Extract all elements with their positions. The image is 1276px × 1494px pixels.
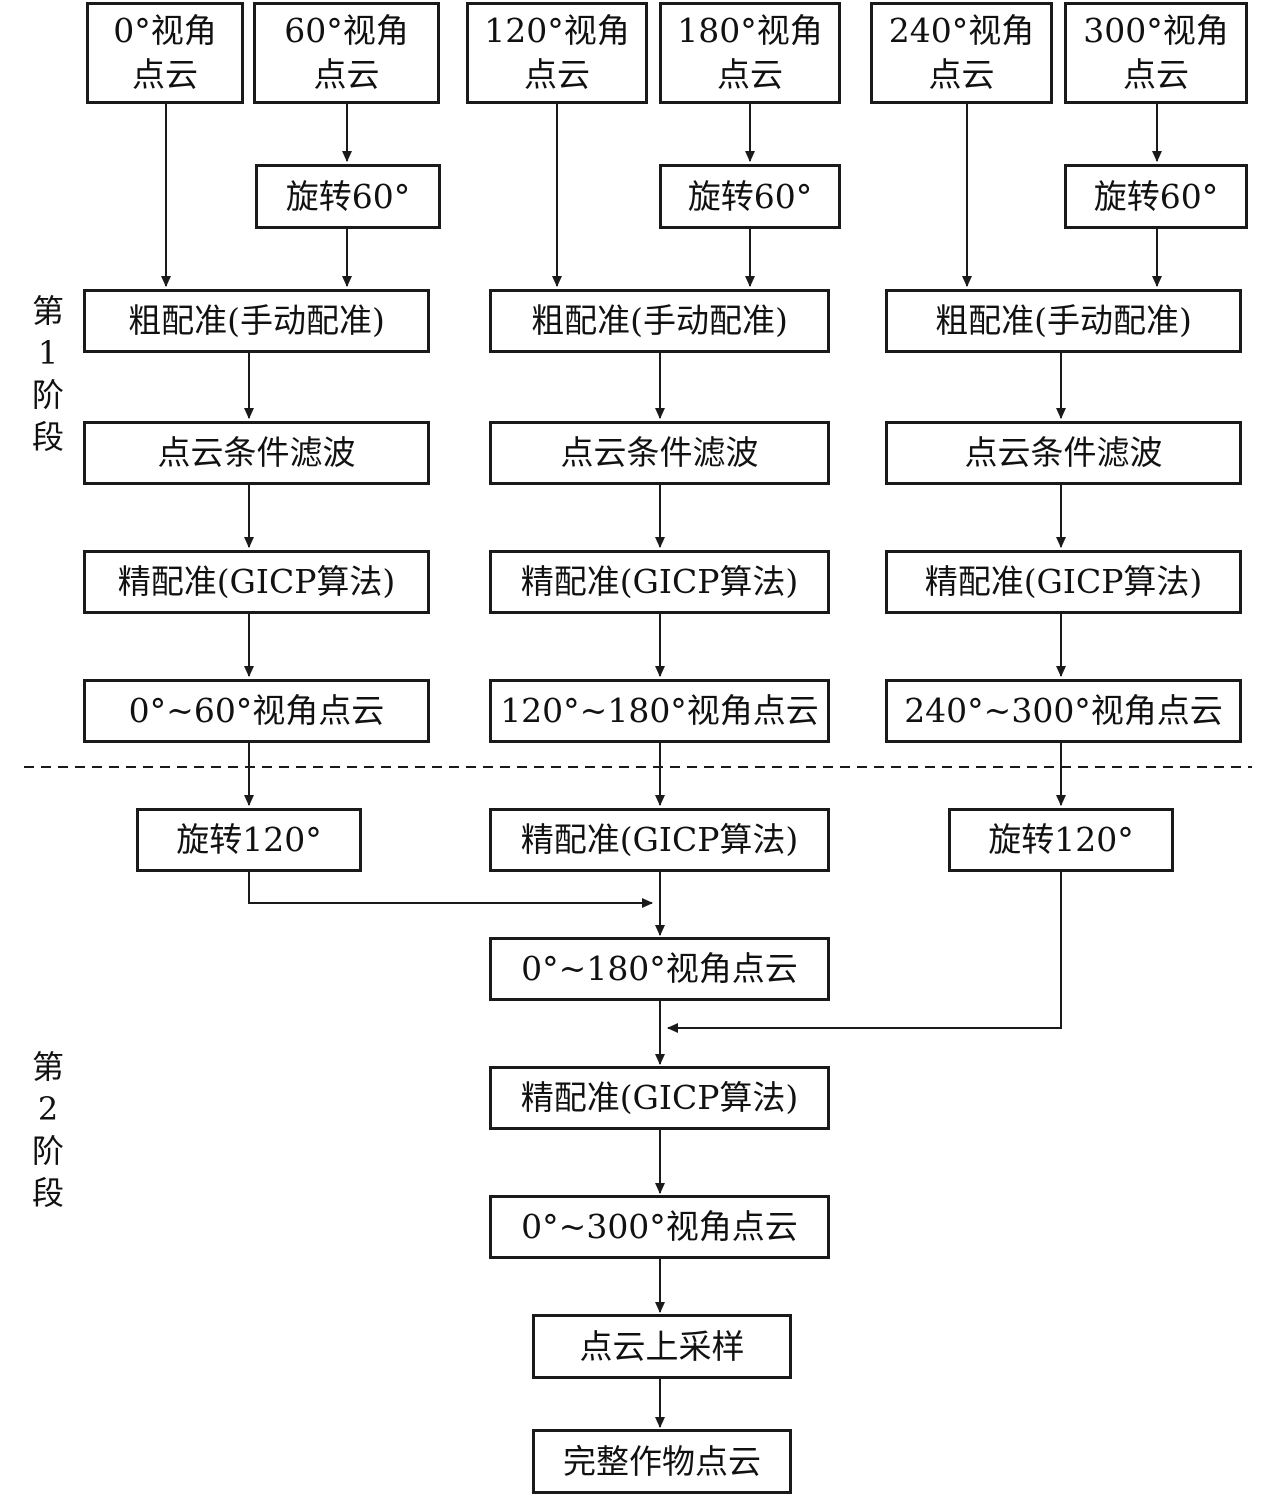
stage-1-char: 1: [37, 334, 59, 372]
stage-2-char: 段: [31, 1174, 64, 1212]
coarse-registration-node-c: 粗配准(手动配准): [885, 289, 1242, 353]
coarse-registration-node-b: 粗配准(手动配准): [489, 289, 830, 353]
node-line: 点云: [313, 55, 380, 94]
result-120-180-node: 120°~180°视角点云: [489, 679, 830, 743]
result-0-300-node: 0°~300°视角点云: [489, 1195, 830, 1259]
conditional-filter-node-b: 点云条件滤波: [489, 421, 830, 485]
view-0-node: 0°视角点云: [86, 2, 244, 104]
node-line: 300°视角: [1083, 11, 1229, 50]
stage-2-char: 2: [37, 1090, 59, 1128]
upsampling-node: 点云上采样: [532, 1314, 792, 1379]
stage-1-char: 段: [31, 418, 64, 456]
complete-point-cloud-node: 完整作物点云: [532, 1429, 792, 1494]
node-line: 点云: [1123, 55, 1189, 94]
fine-registration-node-b: 精配准(GICP算法): [489, 550, 830, 614]
stage-1-label: 第 1 阶 段: [26, 290, 70, 458]
view-60-node: 60°视角点云: [253, 2, 440, 104]
fine-registration-node-stage2-b: 精配准(GICP算法): [489, 1066, 830, 1130]
node-line: 点云: [928, 55, 995, 94]
fine-registration-node-stage2-a: 精配准(GICP算法): [489, 808, 830, 872]
node-line: 点云: [132, 55, 198, 94]
node-line: 点云: [524, 55, 590, 94]
fine-registration-node-c: 精配准(GICP算法): [885, 550, 1242, 614]
result-240-300-node: 240°~300°视角点云: [885, 679, 1242, 743]
rotate-60-node-c: 旋转60°: [1064, 164, 1248, 229]
view-300-node: 300°视角点云: [1064, 2, 1248, 104]
node-line: 0°视角: [113, 11, 217, 50]
view-240-node: 240°视角点云: [870, 2, 1053, 104]
conditional-filter-node-a: 点云条件滤波: [83, 421, 430, 485]
view-180-node: 180°视角点云: [659, 2, 841, 104]
arrow-rotate-a-to-merge: [248, 871, 653, 908]
stage-2-char: 第: [31, 1048, 64, 1086]
rotate-60-node-b: 旋转60°: [659, 164, 841, 229]
arrow-rotate-c-to-merge: [667, 871, 1062, 1033]
result-0-60-node: 0°~60°视角点云: [83, 679, 430, 743]
node-line: 180°视角: [677, 11, 823, 50]
stage-2-label: 第 2 阶 段: [26, 1046, 70, 1214]
view-120-node: 120°视角点云: [466, 2, 648, 104]
node-line: 240°视角: [888, 11, 1035, 50]
stage-2-char: 阶: [31, 1132, 64, 1170]
rotate-120-node-a: 旋转120°: [136, 808, 362, 872]
node-line: 点云: [717, 55, 783, 94]
rotate-60-node-a: 旋转60°: [255, 164, 441, 229]
conditional-filter-node-c: 点云条件滤波: [885, 421, 1242, 485]
result-0-180-node: 0°~180°视角点云: [489, 937, 830, 1001]
node-line: 120°视角: [484, 11, 630, 50]
fine-registration-node-a: 精配准(GICP算法): [83, 550, 430, 614]
stage-1-char: 阶: [31, 376, 64, 414]
stage-1-char: 第: [31, 292, 64, 330]
coarse-registration-node-a: 粗配准(手动配准): [83, 289, 430, 353]
node-line: 60°视角: [284, 11, 409, 50]
rotate-120-node-c: 旋转120°: [948, 808, 1174, 872]
